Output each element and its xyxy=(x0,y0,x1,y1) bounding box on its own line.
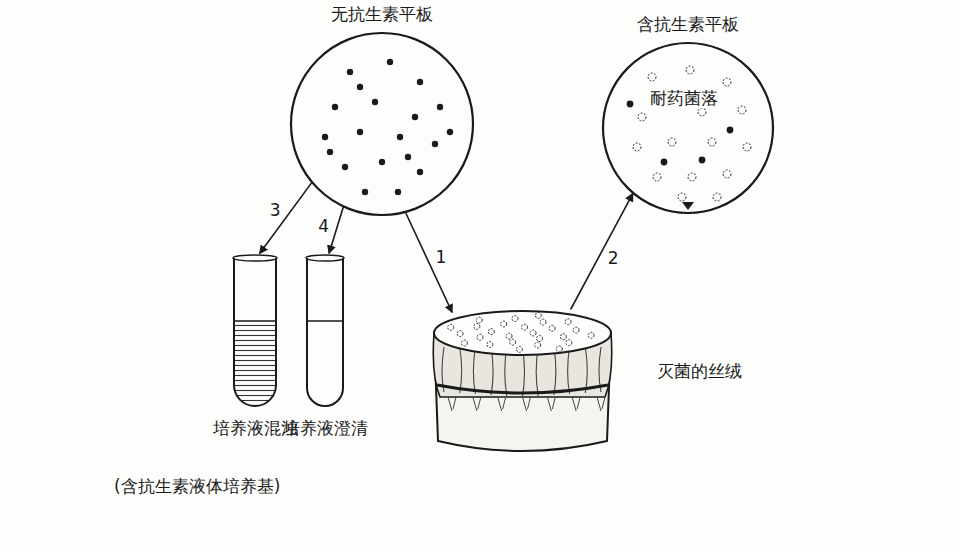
step-number: 2 xyxy=(606,248,621,267)
velvet-stamp: 灭菌的丝绒 xyxy=(430,305,615,455)
transfer-arrow xyxy=(406,213,452,312)
step-number: 4 xyxy=(316,217,331,236)
transfer-arrow xyxy=(571,193,633,309)
plate1-outline xyxy=(290,32,474,216)
petri-plate: 含抗生素平板 xyxy=(602,42,774,214)
callout-label: 耐药菌落 xyxy=(648,88,720,108)
node-label: 含抗生素平板 xyxy=(637,14,739,34)
step-number: 1 xyxy=(433,248,448,267)
node-label: 无抗生素平板 xyxy=(331,4,433,24)
transfer-arrow xyxy=(260,183,312,254)
plate2-outline xyxy=(602,42,774,214)
tube2-outline xyxy=(305,258,345,408)
test-tube: 培养液混浊 xyxy=(232,258,278,408)
test-tube: 培养液澄清 xyxy=(305,258,345,408)
node-label: 灭菌的丝绒 xyxy=(657,361,742,381)
velvet-outline xyxy=(430,305,615,455)
step-number: 3 xyxy=(268,201,283,220)
node-label: 培养液澄清 xyxy=(283,418,368,438)
caption-note: (含抗生素液体培养基) xyxy=(112,476,282,496)
petri-plate: 无抗生素平板 xyxy=(290,32,474,216)
tube1-outline xyxy=(232,258,278,408)
